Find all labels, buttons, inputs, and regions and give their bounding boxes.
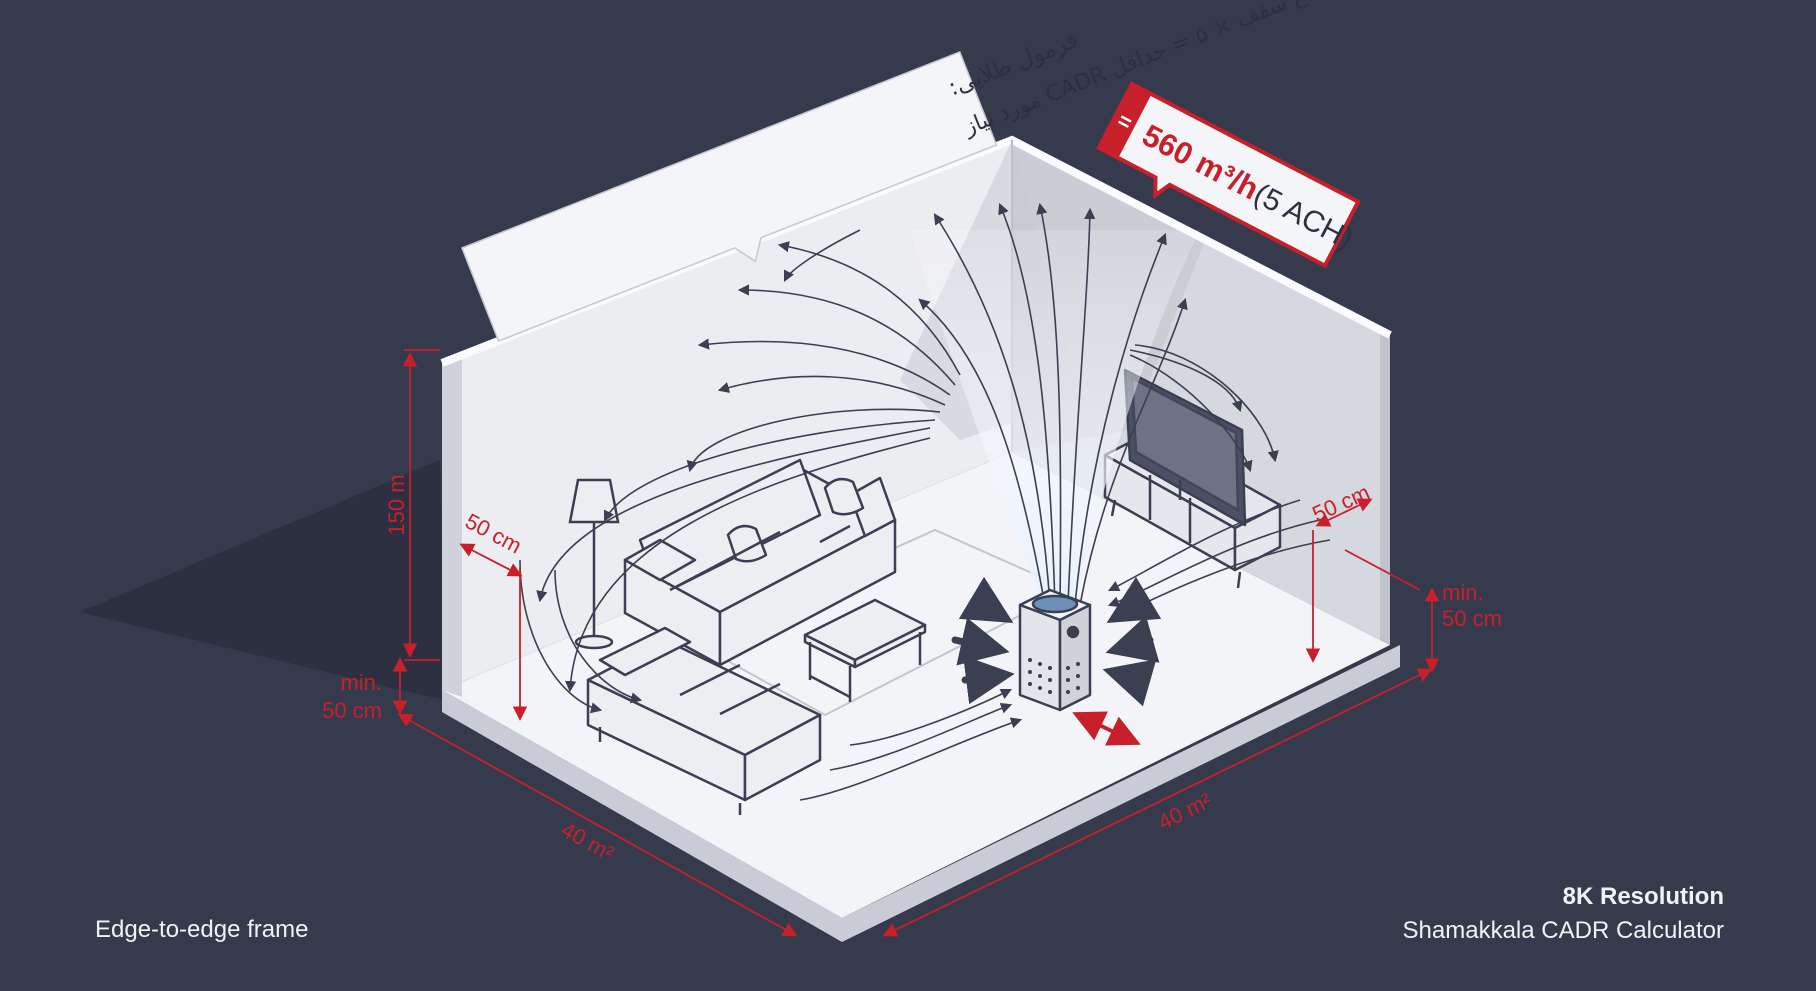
left-min-label: min. [340,670,382,695]
airflow-circulation [536,229,1279,693]
floor-left-label: 40 m² [557,817,618,866]
footer-left: Edge-to-edge frame [95,913,308,947]
brand-label: Shamakkala CADR Calculator [1402,917,1724,944]
coffee-table [803,598,927,702]
floor-right-label: 40 m² [1154,788,1216,835]
footer-right: 8K Resolution Shamakkala CADR Calculator [1403,880,1724,948]
right-min-value: 50 cm [1442,606,1502,631]
dimension-lines [392,349,1440,937]
room-shadow [80,460,445,700]
wall-height-label: 150 m [384,474,409,535]
right-min-label: min. [1442,580,1484,605]
edge-frame-label: Edge-to-edge frame [95,916,309,943]
clean-air-beam [910,230,1200,610]
result-callout: = 560 m³/h (5 ACH) [1096,81,1361,269]
airflow-up [918,202,1188,606]
resolution-label: 8K Resolution [1562,883,1724,910]
sofa-back [623,458,897,667]
air-purifier [1018,588,1092,712]
left-min-value: 50 cm [322,698,382,723]
